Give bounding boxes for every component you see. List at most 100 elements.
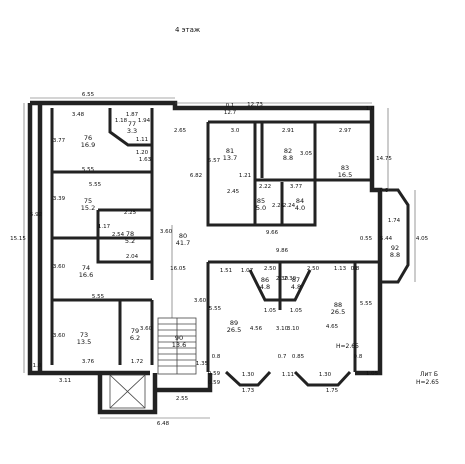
room-77-id: 77	[128, 120, 136, 128]
dim-label: 1.73	[242, 388, 255, 394]
dim-label: 12.73	[247, 102, 263, 108]
interior-walls-right	[206, 120, 380, 372]
room-87-id: 87	[292, 276, 300, 284]
dim-label: 2.50	[264, 266, 277, 272]
dim-label: 0.59	[208, 380, 221, 386]
dim-label: 2.97	[339, 128, 352, 134]
room-88-id: 88	[334, 301, 342, 309]
room-90-area: 13.6	[172, 341, 186, 349]
room-78-id: 78	[126, 230, 134, 238]
room-85-area: 5.0	[256, 204, 266, 212]
dim-label: 2.22	[259, 184, 271, 190]
dim-label: 1.0	[33, 363, 42, 369]
room-81-area: 13.7	[223, 154, 237, 162]
dim-label: 5.57	[208, 158, 221, 164]
dim-label: 0.59	[208, 371, 221, 377]
dim-label: 3.48	[72, 112, 85, 118]
dim-label: 5.55	[92, 294, 105, 300]
dim-label: 0.8	[354, 354, 363, 360]
dim-label: 2.30	[276, 276, 289, 282]
footnote-line2: H=2.65	[416, 379, 439, 386]
dim-label: 1.74	[388, 218, 401, 224]
dim-label: 0.8	[212, 354, 221, 360]
room-74-area: 16.6	[79, 271, 93, 279]
room-90-id: 90	[175, 334, 183, 342]
dim-label: 2.30	[284, 276, 297, 282]
room-89-area: 26.5	[227, 326, 241, 334]
dim-label: 2.65	[174, 128, 187, 134]
dim-label: 1.05	[264, 308, 277, 314]
dim-label: 3.60	[194, 298, 207, 304]
dim-label: 1.72	[131, 359, 143, 365]
dim-label: 2.25	[124, 210, 137, 216]
room-82-id: 82	[284, 147, 292, 155]
room-87-area: 4.8	[291, 283, 301, 291]
dim-label: 2.54	[112, 232, 125, 238]
dim-label: 0.8	[380, 188, 389, 194]
dim-label: 1.18	[115, 118, 128, 124]
dim-label: 16.05	[170, 266, 186, 272]
outer-wall	[27, 100, 383, 415]
dim-label: 3.0	[231, 128, 240, 134]
footnote-line1: Лит Б	[420, 371, 438, 378]
dim-label: 2.24	[272, 203, 285, 209]
dim-label: 5.44	[380, 236, 393, 242]
room-86-area: 4.8	[260, 283, 270, 291]
dim-label: 2.91	[282, 128, 294, 134]
dim-label: 5.55	[209, 306, 222, 312]
dim-label: 5.92	[30, 212, 42, 218]
dim-label: 0.1	[226, 103, 235, 109]
dim-label: 1.05	[366, 371, 379, 377]
dim-label: 1.75	[326, 388, 339, 394]
room-79-area: 6.2	[130, 334, 140, 342]
room-74-id: 74	[82, 264, 90, 272]
dim-label: 1.63	[139, 157, 152, 163]
dim-label: 0.8	[351, 266, 360, 272]
dim-label: 1.94	[138, 118, 151, 124]
dim-label: 14.75	[376, 156, 392, 162]
dim-label: 2.45	[227, 189, 240, 195]
dim-label: 0.55	[360, 236, 373, 242]
room-80-id: 80	[179, 232, 187, 240]
dim-label: 3.77	[290, 184, 303, 190]
room-83-area: 16.5	[338, 171, 352, 179]
room-83-id: 83	[341, 164, 349, 172]
room-85-id: 85	[257, 197, 265, 205]
room-height-note: H=2.65	[336, 343, 359, 350]
dim-label: 5.55	[89, 182, 102, 188]
dim-label: 4.05	[416, 236, 429, 242]
stairs	[157, 317, 197, 375]
dim-label: 1.20	[136, 150, 149, 156]
room-76-id: 76	[84, 134, 92, 142]
room-92-area: 8.8	[390, 251, 400, 259]
dim-label: 2.24	[283, 203, 296, 209]
dim-label: 3.05	[300, 151, 313, 157]
room-88-area: 26.5	[331, 308, 345, 316]
room-75-id: 75	[84, 197, 92, 205]
elevator-shaft	[109, 374, 146, 409]
dim-label: 1.51	[220, 268, 232, 274]
dim-label: 6.48	[157, 421, 170, 427]
dim-label: 1.11	[282, 372, 294, 378]
dimension-lines	[23, 97, 416, 419]
room-80-area: 41.7	[176, 239, 190, 247]
room-81-id: 81	[226, 147, 234, 155]
dim-label: 1.13	[334, 266, 347, 272]
room-78-area: 5.2	[125, 237, 135, 245]
room-86-id: 86	[261, 276, 269, 284]
dim-label: 3.60	[160, 229, 173, 235]
dim-label: 6.82	[190, 173, 202, 179]
dim-label: 2.50	[307, 266, 320, 272]
dim-label: 3.77	[53, 138, 66, 144]
dim-label: 1.21	[239, 173, 251, 179]
interior-walls-left	[50, 108, 154, 365]
dim-label: 5.55	[82, 167, 95, 173]
room-73-area: 13.5	[77, 338, 91, 346]
dim-label: 2.55	[176, 396, 189, 402]
dim-label: 9.86	[276, 248, 289, 254]
room-82-area: 8.8	[283, 154, 293, 162]
dim-label: 1.0	[366, 106, 375, 112]
room-79-id: 79	[131, 327, 139, 335]
dim-label: 4.65	[326, 324, 339, 330]
